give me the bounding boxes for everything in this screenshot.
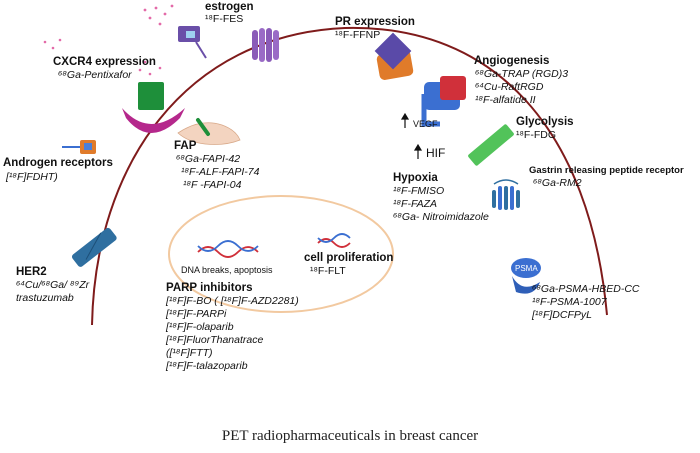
estrogen-tracer: ¹⁸F-FES: [205, 13, 244, 25]
her2-title: HER2: [16, 266, 47, 278]
pr-tracer: ¹⁸F-FFNP: [335, 29, 381, 41]
angiogenesis-tracer-2: ⁶⁴Cu-RaftRGD: [475, 81, 544, 93]
grp-title: Gastrin releasing peptide receptor: [529, 165, 684, 176]
proliferation-tracer: ¹⁸F-FLT: [310, 265, 346, 277]
estrogen-receptor-icon: [178, 26, 207, 59]
parp-tracer-4: [¹⁸F]FluorThanatrace: [166, 334, 264, 346]
grp-tracer: ⁶⁸Ga-RM2: [533, 177, 582, 189]
glycolysis-title: Glycolysis: [516, 116, 574, 128]
psma-receptor-icon: [511, 258, 541, 294]
angiogenesis-tracer-1: ⁶⁸Ga-TRAP (RGD)3: [475, 68, 569, 80]
parp-tracer-2: [¹⁸F]F-PARPi: [166, 308, 227, 320]
parp-title: PARP inhibitors: [166, 282, 253, 294]
figure-caption: PET radiopharmaceuticals in breast cance…: [221, 428, 479, 444]
angiogenesis-title: Angiogenesis: [474, 55, 550, 67]
psma-tracer-1: ⁶⁸Ga-PSMA-HBED-CC: [532, 283, 640, 295]
psma-tracer-3: [¹⁸F]DCFPyL: [532, 309, 592, 321]
nucleus-circle: [168, 195, 394, 313]
hypoxia-tracer-1: ¹⁸F-FMISO: [393, 185, 445, 197]
cxcr4-receptor-icon: [122, 82, 185, 133]
her2-tracer-2: trastuzumab: [16, 292, 74, 304]
signal-arrows: [400, 112, 423, 159]
dna-label: DNA breaks, apoptosis: [181, 265, 273, 275]
glycolysis-tracer: ¹⁸F-FDG: [516, 129, 557, 141]
psma-tracer-2: ¹⁸F-PSMA-1007: [532, 296, 607, 308]
cell-membrane-arc: [91, 26, 608, 326]
angiogenesis-tracer-3: ¹⁸F-alfatide II: [475, 94, 536, 106]
parp-tracer-3: [¹⁸F]F-olaparib: [166, 321, 234, 333]
ligand-dots-estrogen: [143, 4, 174, 26]
androgen-tracer: [¹⁸F]FDHT): [6, 171, 58, 183]
androgen-title: Androgen receptors: [3, 157, 113, 169]
fap-tracer-3: ¹⁸F -FAPI-04: [183, 179, 242, 191]
dna-helix-icon: [197, 240, 259, 258]
fap-title: FAP: [174, 140, 197, 152]
estrogen-title: estrogen: [205, 1, 254, 13]
parp-tracer-5: ([¹⁸F]FTT): [166, 347, 213, 359]
angiogenesis-receptor-icon: [421, 76, 466, 127]
proliferation-title: cell proliferation: [304, 252, 394, 264]
hypoxia-tracer-2: ¹⁸F-FAZA: [393, 198, 437, 210]
hypoxia-tracer-3: ⁶⁸Ga- Nitroimidazole: [393, 211, 489, 223]
grp-receptor-icon: [492, 179, 520, 210]
ligand-dots-cxcr4: [43, 38, 162, 76]
androgen-receptor-icon: [62, 140, 96, 154]
hypoxia-title: Hypoxia: [393, 172, 438, 184]
pr-title: PR expression: [335, 16, 415, 28]
fap-tracer-2: ¹⁸F-ALF-FAPI-74: [181, 166, 260, 178]
hif-label: HIF: [426, 146, 446, 160]
pr-receptor-icon: [374, 32, 414, 80]
her2-receptor-icon: [71, 227, 117, 267]
fap-tracer-1: ⁶⁸Ga-FAPI-42: [176, 153, 241, 165]
glucose-transporter-icon: [468, 124, 514, 166]
diagram-artwork: [43, 4, 608, 326]
vegf-label: VEGF: [413, 119, 438, 129]
parp-tracer-1: [¹⁸F]F-BO ( [¹⁸F]F-AZD2281): [166, 295, 299, 307]
psma-badge: PSMA: [515, 264, 538, 273]
dna-helix-icon-2: [317, 233, 351, 248]
her2-tracer-1: ⁶⁴Cu/⁶⁸Ga/ ⁸⁹Zr: [16, 279, 90, 291]
parp-tracer-6: [¹⁸F]F-talazoparib: [166, 360, 248, 372]
cxcr4-tracer: ⁶⁸Ga-Pentixafor: [58, 69, 132, 81]
membrane-channel-icon: [252, 28, 279, 62]
fap-fibroblast-icon: [177, 118, 241, 145]
cxcr4-title: CXCR4 expression: [53, 56, 156, 68]
